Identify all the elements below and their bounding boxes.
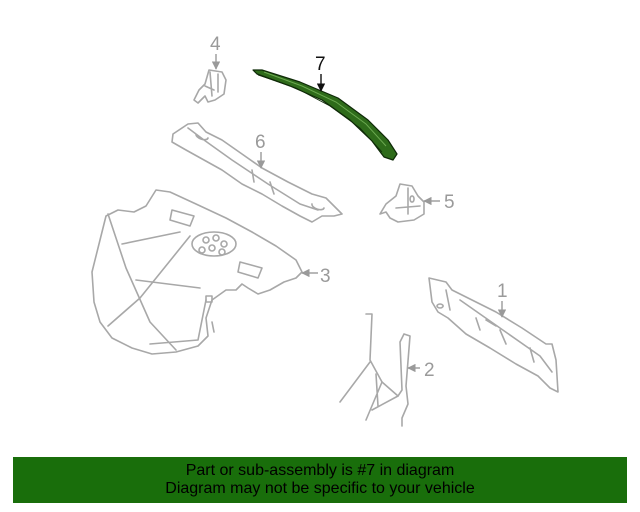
- part-7-roof-rail[interactable]: [252, 69, 398, 161]
- part-4-bracket[interactable]: [193, 69, 227, 104]
- part-2-brace[interactable]: [339, 313, 411, 427]
- callout-3: 3: [320, 266, 331, 287]
- part-info-banner: Part or sub-assembly is #7 in diagram Di…: [13, 457, 627, 503]
- callout-4: 4: [210, 34, 221, 55]
- part-6-cross-member[interactable]: [171, 122, 343, 223]
- part-3-rear-panel[interactable]: [91, 189, 303, 355]
- callout-7: 7: [315, 54, 326, 75]
- callout-2: 2: [424, 360, 435, 381]
- banner-part-text: Part or sub-assembly is #7 in diagram: [185, 462, 455, 479]
- callout-6: 6: [255, 132, 266, 153]
- callout-5: 5: [444, 192, 455, 213]
- part-5-bracket[interactable]: [379, 183, 425, 223]
- banner-disclaimer-text: Diagram may not be specific to your vehi…: [165, 480, 475, 497]
- part-1-side-member[interactable]: [428, 277, 559, 393]
- callout-1: 1: [497, 281, 508, 302]
